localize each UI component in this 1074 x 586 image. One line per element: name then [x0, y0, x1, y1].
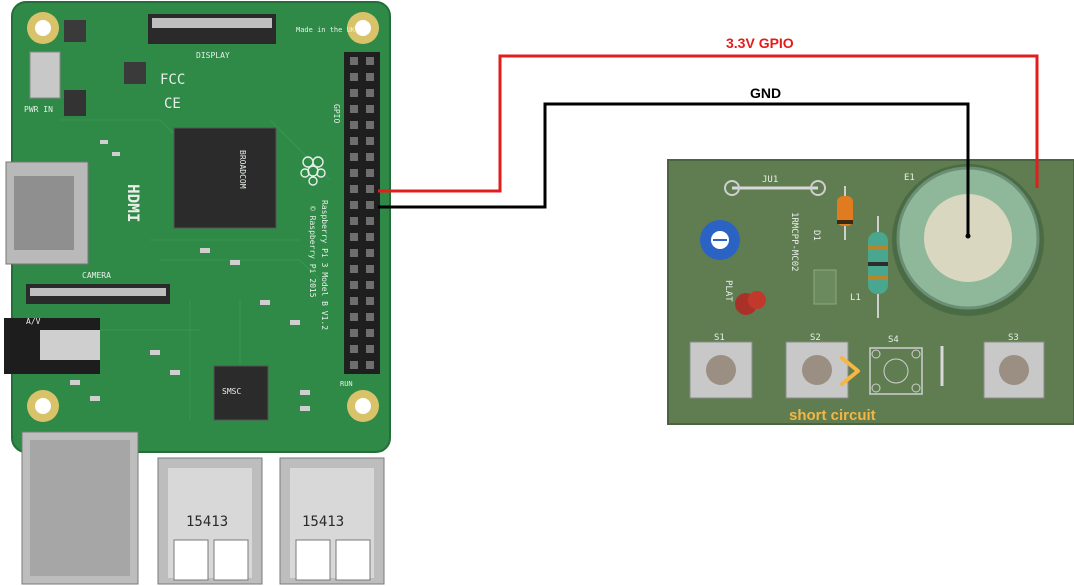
raspberry-pi-board: DISPLAY Made in the UK PWR IN FCC CE BRO… [4, 1, 391, 585]
gpio-pin[interactable] [366, 105, 374, 113]
smsc-label: SMSC [222, 387, 241, 396]
gpio-pin[interactable] [350, 249, 358, 257]
gpio-pin[interactable] [366, 313, 374, 321]
wires [378, 54, 1039, 239]
micro-usb-power-port [29, 51, 61, 99]
gpio-header [344, 52, 380, 374]
smd-components [70, 140, 310, 411]
gpio-pin[interactable] [366, 153, 374, 161]
jumper-ju1: JU1 [724, 175, 826, 196]
gpio-pin[interactable] [366, 137, 374, 145]
gpio-pin[interactable] [350, 329, 358, 337]
gpio-pin[interactable] [350, 217, 358, 225]
ce-mark: CE [164, 96, 181, 112]
gpio-pin[interactable] [350, 233, 358, 241]
gpio-pin[interactable] [350, 185, 358, 193]
button-s4-footprint: S4 [869, 335, 923, 395]
gpio-pin[interactable] [366, 281, 374, 289]
gpio-pin[interactable] [366, 361, 374, 369]
remote-pcb-board: JU1 1RMCPP-MC02 PLAT D1 L1 [667, 159, 1074, 425]
raspberry-logo-icon [300, 156, 326, 186]
gpio-pin[interactable] [350, 121, 358, 129]
gpio-pin[interactable] [366, 265, 374, 273]
potentiometer [700, 220, 740, 260]
diode-d1: D1 [811, 186, 853, 241]
s2-label: S2 [810, 333, 821, 343]
gpio-pin[interactable] [350, 105, 358, 113]
gpio-pin[interactable] [366, 121, 374, 129]
gpio-pin[interactable] [350, 313, 358, 321]
soc-label: BROADCOM [238, 150, 247, 189]
gpio-pin[interactable] [366, 345, 374, 353]
gpio-pin[interactable] [366, 57, 374, 65]
button-s2[interactable]: S2 [785, 333, 849, 399]
gpio-pin[interactable] [366, 201, 374, 209]
e1-label: E1 [904, 173, 915, 183]
gpio-pin[interactable] [350, 137, 358, 145]
s1-label: S1 [714, 333, 725, 343]
coin-battery-holder: E1 [892, 164, 1044, 316]
smsc-chip [213, 365, 269, 421]
fcc-mark: FCC [160, 72, 185, 88]
pwr-in-label: PWR IN [24, 105, 53, 114]
gpio-pin[interactable] [350, 201, 358, 209]
s4-label: S4 [888, 335, 899, 345]
gpio-pin[interactable] [366, 89, 374, 97]
gpio-pin[interactable] [350, 153, 358, 161]
usb-port-2: 15413 [279, 457, 385, 585]
camera-label: CAMERA [82, 271, 111, 280]
broadcom-soc [173, 127, 277, 229]
gpio-pin[interactable] [350, 265, 358, 273]
gpio-pin[interactable] [366, 233, 374, 241]
d1-label: D1 [811, 230, 821, 241]
vcc-wire-label: 3.3V GPIO [726, 35, 794, 51]
gpio-pin[interactable] [366, 329, 374, 337]
usb-port-1: 15413 [157, 457, 263, 585]
gpio-label: GPIO [332, 104, 341, 123]
gpio-pin[interactable] [366, 297, 374, 305]
hdmi-label: HDMI [124, 184, 143, 223]
gpio-header-body [344, 52, 380, 374]
gnd-wire [378, 102, 970, 236]
gpio-pin[interactable] [350, 73, 358, 81]
display-label: DISPLAY [196, 51, 230, 60]
gpio-pin[interactable] [350, 89, 358, 97]
s3-label: S3 [1008, 333, 1019, 343]
button-s1[interactable]: S1 [689, 333, 753, 399]
gpio-pin[interactable] [350, 345, 358, 353]
short-circuit-label: short circuit [789, 407, 876, 424]
red-led [735, 291, 766, 315]
usb-2-label: 15413 [302, 514, 344, 530]
board-ref-label: 1RMCPP-MC02 [789, 212, 799, 272]
copyright-label: © Raspberry Pi 2015 [308, 206, 317, 298]
gnd-wire-label: GND [750, 85, 781, 101]
gpio-pin[interactable] [366, 185, 374, 193]
gpio-pin[interactable] [350, 169, 358, 177]
plat-label: PLAT [723, 280, 733, 302]
button-s3[interactable]: S3 [983, 333, 1045, 399]
model-label: Raspberry Pi 3 Model B V1.2 [320, 200, 329, 330]
gpio-pin[interactable] [366, 169, 374, 177]
mounting-holes [27, 12, 379, 422]
vcc-wire [378, 54, 1039, 193]
gpio-pin[interactable] [366, 217, 374, 225]
gpio-pin[interactable] [350, 361, 358, 369]
inductor-l1: L1 [850, 216, 888, 318]
made-in-label: Made in the UK [296, 26, 356, 34]
l1-label: L1 [850, 293, 861, 303]
jumper-label: JU1 [762, 175, 778, 185]
run-label: RUN [340, 380, 353, 388]
gpio-pin[interactable] [366, 249, 374, 257]
gpio-pin[interactable] [350, 57, 358, 65]
gpio-pin[interactable] [350, 297, 358, 305]
gpio-pin[interactable] [350, 281, 358, 289]
short-circuit-marker [840, 356, 860, 386]
gpio-pin[interactable] [366, 73, 374, 81]
av-label: A/V [26, 317, 41, 326]
usb-1-label: 15413 [186, 514, 228, 530]
